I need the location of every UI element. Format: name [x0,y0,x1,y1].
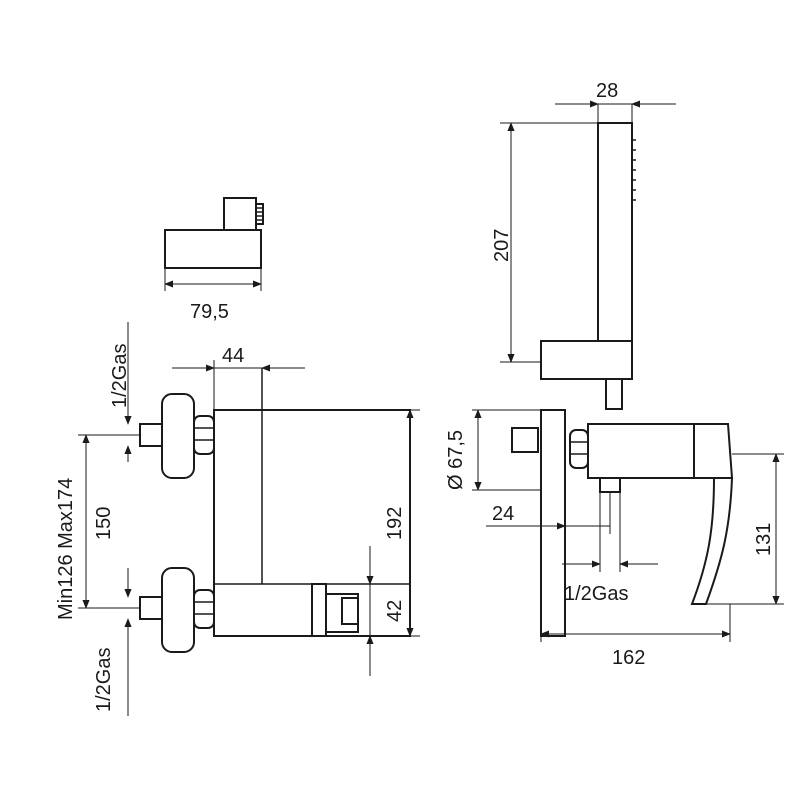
front-view-escutcheons [139,393,215,653]
dim-label-207: 207 [491,229,513,262]
dim-overall-depth: 162 [540,604,731,669]
dim-label-escutcheon: Ø 67,5 [445,430,467,490]
dim-label-131: 131 [753,523,775,556]
dim-label-outlet: 1/2Gas [564,583,628,605]
dim-escutcheon-diameter: Ø 67,5 [445,409,541,491]
wall-holder: 79,5 [164,197,264,323]
dim-outlet-thread: 1/2Gas [562,492,658,605]
side-view-body [511,409,734,637]
dim-hand-shower-length: 207 [491,122,598,363]
dim-label-inlet-range: Min126 Max174 [55,478,77,620]
dim-body-offset: 44 [172,345,305,410]
dim-lever-height: 131 [706,453,784,605]
dim-label-150: 150 [93,507,115,540]
dim-inlet-thread-bottom: 1/2Gas [93,568,132,716]
dim-label-24: 24 [492,503,514,525]
dim-inlet-thread-top: 1/2Gas [109,322,132,462]
hand-shower [540,122,636,410]
dim-label-192: 192 [384,507,406,540]
dim-spout-height: 42 [358,546,406,676]
dim-inlet-centers: Min126 Max174 150 [55,434,140,620]
dim-body-height: 192 [384,409,420,637]
dim-label-inlet-top: 1/2Gas [109,344,131,408]
dim-hand-shower-width: 28 [555,80,676,123]
front-view-body [213,368,411,637]
dim-wall-offset: 24 [486,478,611,534]
dim-label-162: 162 [612,647,645,669]
dim-label-79-5: 79,5 [190,301,229,323]
dim-label-inlet-bottom: 1/2Gas [93,648,115,712]
dim-label-44: 44 [222,345,244,367]
dim-label-42: 42 [384,600,406,622]
dim-label-28: 28 [596,80,618,102]
